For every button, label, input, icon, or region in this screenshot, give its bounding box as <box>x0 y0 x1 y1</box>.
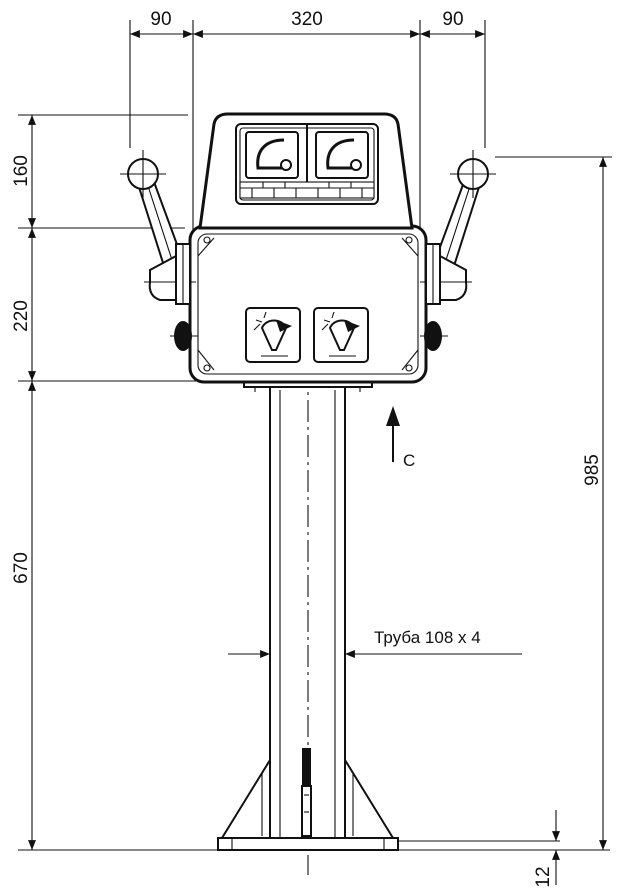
dimension-left-lower: 670 <box>11 381 36 850</box>
indicator-left <box>245 307 301 363</box>
dimension-label-bottom-base: 12 <box>533 866 554 887</box>
view-arrow-c: C <box>386 406 415 470</box>
pipe-callout: Труба 108 х 4 <box>228 628 522 658</box>
dimension-top-left: 90 <box>130 9 193 38</box>
dimension-bottom-base: 12 <box>533 810 560 888</box>
dimension-left-upper: 160 <box>11 115 36 228</box>
dimension-label-left-lower: 670 <box>11 552 32 584</box>
dimension-label-left-upper: 160 <box>11 155 32 187</box>
dimension-label-left-middle: 220 <box>11 300 32 332</box>
dimension-left-middle: 220 <box>11 228 36 381</box>
inner-rod <box>301 748 312 837</box>
dimension-top-right: 90 <box>420 9 485 38</box>
dimension-label-top-right: 90 <box>442 9 463 30</box>
view-arrow-label: C <box>403 451 415 470</box>
extension-lines <box>18 20 612 851</box>
display-head <box>198 112 414 230</box>
lever-right <box>420 150 496 351</box>
indicator-right <box>313 307 369 363</box>
dimension-label-top-left: 90 <box>150 9 171 30</box>
dimension-label-right-total: 985 <box>582 454 603 486</box>
column-base <box>217 756 399 851</box>
pipe-callout-label: Труба 108 х 4 <box>374 628 481 647</box>
dimension-label-top-center: 320 <box>291 9 323 30</box>
dimension-top-center: 320 <box>193 9 420 38</box>
dimension-right-total: 985 <box>582 157 607 850</box>
lever-left <box>120 150 198 351</box>
control-housing <box>188 224 428 384</box>
